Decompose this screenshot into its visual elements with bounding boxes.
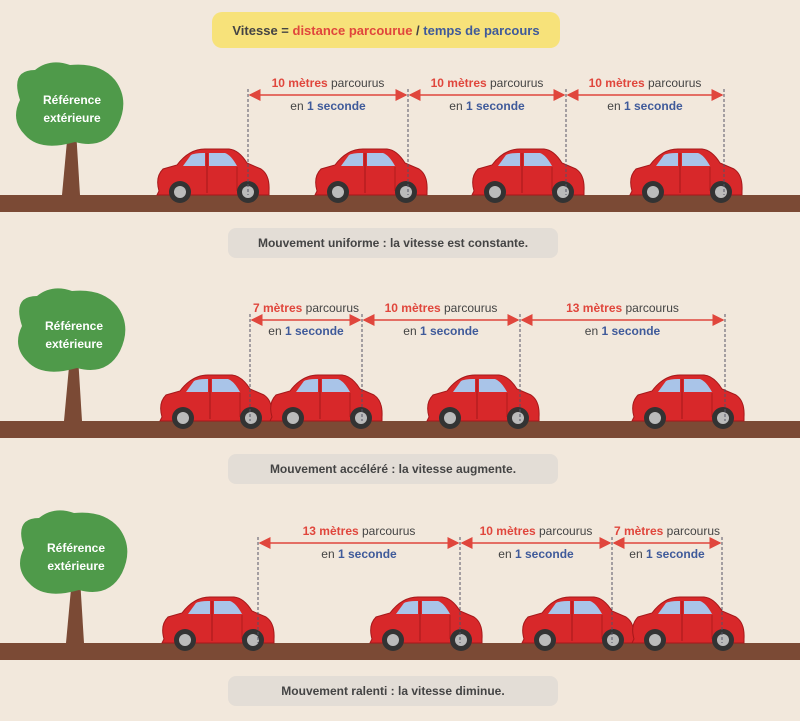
car-icon (159, 374, 273, 430)
caption-text: Mouvement uniforme : la vitesse est cons… (258, 236, 528, 250)
time-label: en 1 seconde (449, 99, 525, 113)
car-icon (161, 596, 275, 652)
distance-label: 10 mètres parcourus (589, 76, 702, 90)
car-icon (471, 148, 585, 204)
caption-box: Mouvement ralenti : la vitesse diminue. (228, 676, 558, 706)
tree-label: Référence (45, 319, 103, 333)
time-label: en 1 seconde (498, 547, 574, 561)
tree-label: extérieure (45, 337, 103, 351)
car-icon (629, 148, 743, 204)
distance-label: 10 mètres parcourus (385, 301, 498, 315)
time-label: en 1 seconde (403, 324, 479, 338)
formula-box: Vitesse = distance parcourue / temps de … (212, 12, 560, 48)
car-icon (521, 596, 635, 652)
caption-text: Mouvement accéléré : la vitesse augmente… (270, 462, 516, 476)
caption-box: Mouvement uniforme : la vitesse est cons… (228, 228, 558, 258)
tree-label: extérieure (47, 559, 105, 573)
row-2: Référence extérieure 7 mètres parcourus en … (0, 288, 800, 484)
tree-label: extérieure (43, 111, 101, 125)
ground (0, 195, 800, 212)
time-label: en 1 seconde (607, 99, 683, 113)
ground (0, 421, 800, 438)
row-1: Référence extérieure 10 mètres parcourus en… (0, 62, 800, 258)
time-label: en 1 seconde (629, 547, 705, 561)
car-icon (426, 374, 540, 430)
formula-text: Vitesse = distance parcourue / temps de … (232, 23, 539, 38)
time-label: en 1 seconde (268, 324, 344, 338)
car-icon (369, 596, 483, 652)
distance-label: 7 mètres parcourus (253, 301, 359, 315)
distance-label: 10 mètres parcourus (480, 524, 593, 538)
tree-label: Référence (43, 93, 101, 107)
car-icon (631, 596, 745, 652)
tree-icon: Référence extérieure (20, 510, 128, 643)
distance-label: 13 mètres parcourus (303, 524, 416, 538)
row-3: Référence extérieure 13 mètres parcourus en… (0, 510, 800, 706)
time-label: en 1 seconde (290, 99, 366, 113)
car-icon (156, 148, 270, 204)
car-icon (269, 374, 383, 430)
caption-text: Mouvement ralenti : la vitesse diminue. (281, 684, 504, 698)
tree-icon: Référence extérieure (16, 62, 124, 195)
distance-label: 10 mètres parcourus (272, 76, 385, 90)
time-label: en 1 seconde (321, 547, 397, 561)
caption-box: Mouvement accéléré : la vitesse augmente… (228, 454, 558, 484)
distance-label: 10 mètres parcourus (431, 76, 544, 90)
ground (0, 643, 800, 660)
car-icon (314, 148, 428, 204)
tree-label: Référence (47, 541, 105, 555)
car-icon (631, 374, 745, 430)
distance-label: 13 mètres parcourus (566, 301, 679, 315)
tree-icon: Référence extérieure (18, 288, 126, 421)
time-label: en 1 seconde (585, 324, 661, 338)
distance-label: 7 mètres parcourus (614, 524, 720, 538)
